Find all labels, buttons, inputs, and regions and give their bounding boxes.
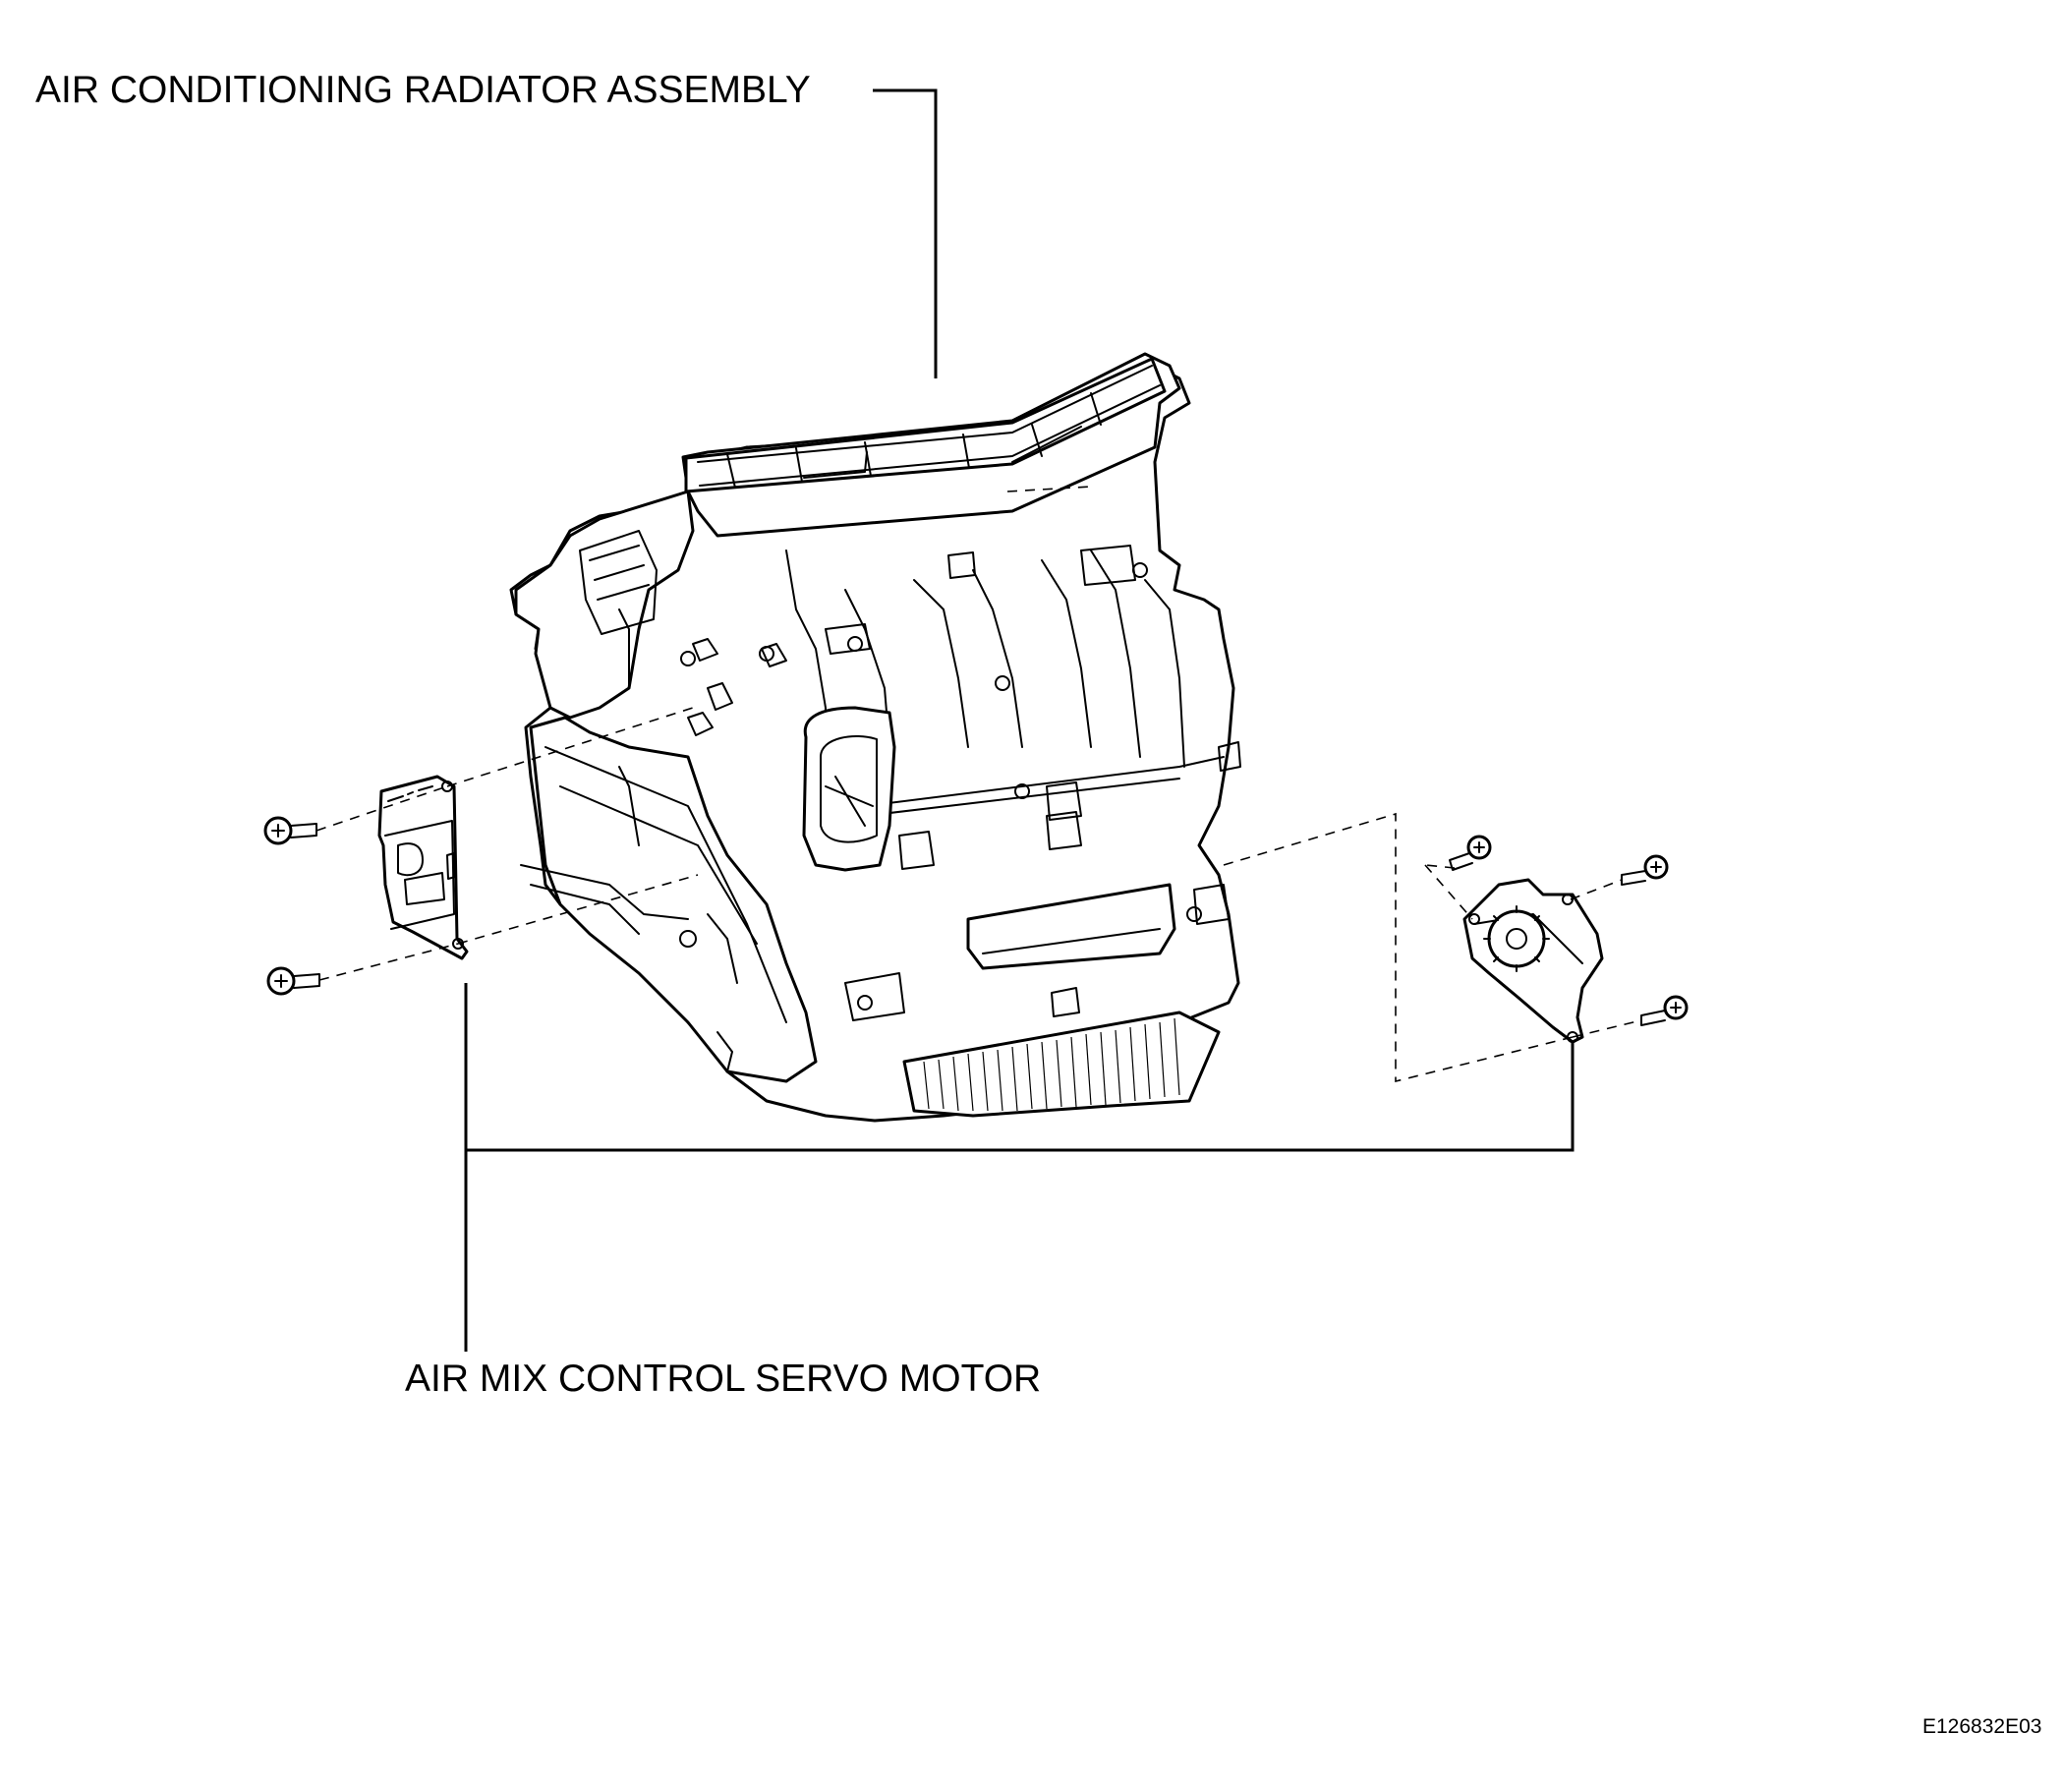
right-screw-top-right [1621,854,1669,886]
right-screw-top-left [1449,835,1492,871]
figure-code-label: E126832E03 [1922,1715,2042,1738]
radiator-assembly [509,352,1241,1123]
left-alignment-lines [315,707,699,981]
right-servo-motor [1462,878,1604,1044]
servo-leader-line [464,983,1575,1352]
left-screw-top [263,816,317,845]
radiator-leader-line [873,88,938,378]
right-screw-bottom-right [1640,995,1689,1026]
left-screw-bottom [266,966,320,996]
left-servo-motor [377,775,469,960]
radiator-assembly-label: AIR CONDITIONING RADIATOR ASSEMBLY [35,69,811,111]
servo-motor-label: AIR MIX CONTROL SERVO MOTOR [405,1358,1042,1400]
right-alignment-lines [1006,486,1642,1083]
